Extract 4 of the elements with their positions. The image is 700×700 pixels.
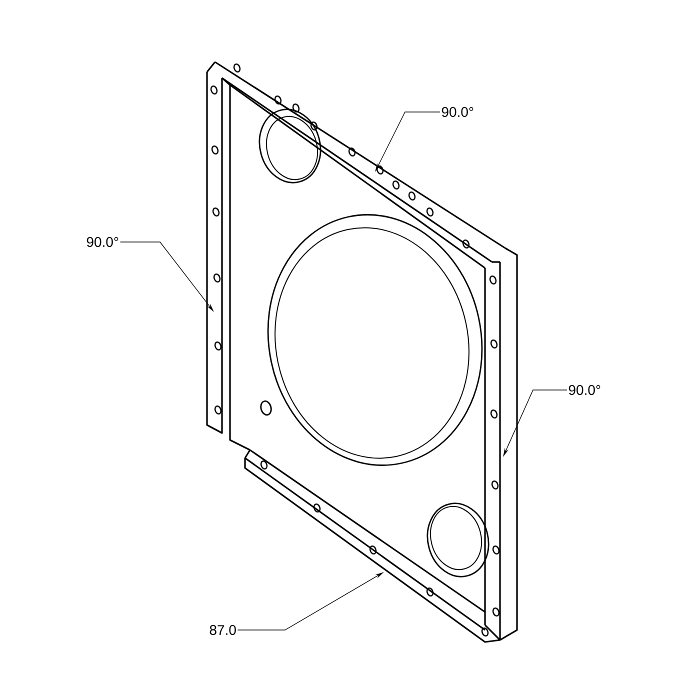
angle-label: 90.0° [442,107,474,117]
angle-label: 87.0 [210,625,236,635]
angle-label: 90.0° [86,237,118,247]
angle-label: 90.0° [568,385,600,395]
